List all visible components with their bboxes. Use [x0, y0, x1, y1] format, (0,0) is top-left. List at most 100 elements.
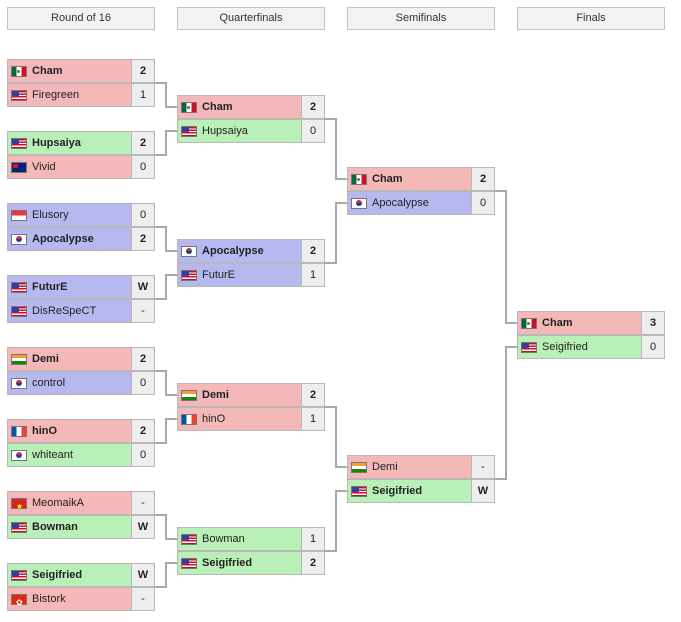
- connector-line: [155, 514, 177, 540]
- us-flag-icon: [11, 90, 27, 101]
- player-score: W: [472, 479, 495, 503]
- kr-flag-icon: [181, 246, 197, 257]
- player-score: -: [132, 299, 155, 323]
- player-name: Apocalypse: [347, 191, 472, 215]
- player-score: 0: [132, 443, 155, 467]
- round-header: Quarterfinals: [177, 7, 325, 30]
- sg-flag-icon: [11, 210, 27, 221]
- player-name-text: Cham: [202, 101, 233, 113]
- player-name: Demi: [7, 347, 132, 371]
- mx-flag-icon: [351, 174, 367, 185]
- player-score: 0: [132, 155, 155, 179]
- round-header: Finals: [517, 7, 665, 30]
- player-slot[interactable]: FuturE W: [7, 275, 155, 299]
- us-flag-icon: [181, 126, 197, 137]
- player-name: Apocalypse: [177, 239, 302, 263]
- connector-line: [155, 226, 177, 252]
- player-name: Cham: [177, 95, 302, 119]
- player-score: 0: [132, 203, 155, 227]
- us-flag-icon: [11, 138, 27, 149]
- player-name: Seigifried: [347, 479, 472, 503]
- connector-line: [325, 118, 347, 180]
- player-name-text: Apocalypse: [372, 197, 429, 209]
- in-flag-icon: [351, 462, 367, 473]
- player-slot[interactable]: MeomaikA-: [7, 491, 155, 515]
- mx-flag-icon: [181, 102, 197, 113]
- player-slot[interactable]: Elusory 0: [7, 203, 155, 227]
- player-name-text: Elusory: [32, 209, 69, 221]
- vn-flag-icon: [11, 496, 27, 514]
- us-flag-icon: [181, 270, 197, 281]
- hk-flag-icon: [11, 592, 27, 610]
- player-slot[interactable]: Demi-: [347, 455, 495, 479]
- kr-flag-icon: [11, 234, 27, 245]
- player-score: 2: [302, 551, 325, 575]
- player-score: 2: [302, 239, 325, 263]
- player-name-text: hinO: [202, 413, 226, 425]
- us-flag-icon: [521, 342, 537, 353]
- player-score: -: [472, 455, 495, 479]
- in-flag-icon: [11, 354, 27, 365]
- player-name: Bistork: [7, 587, 132, 611]
- player-score: 2: [132, 59, 155, 83]
- connector-line: [155, 274, 177, 300]
- player-slot[interactable]: Cham 2: [7, 59, 155, 83]
- player-name: Hupsaiya: [177, 119, 302, 143]
- player-score: 2: [132, 419, 155, 443]
- player-name: Seigifried: [7, 563, 132, 587]
- player-name: Apocalypse: [7, 227, 132, 251]
- player-name: Firegreen: [7, 83, 132, 107]
- player-name-text: Hupsaiya: [202, 125, 248, 137]
- player-name-text: whiteant: [32, 449, 73, 461]
- player-name-text: Hupsaiya: [32, 137, 81, 149]
- player-name: control: [7, 371, 132, 395]
- player-name: DisReSpeCT: [7, 299, 132, 323]
- player-name-text: Seigifried: [202, 557, 253, 569]
- player-slot[interactable]: Bistork-: [7, 587, 155, 611]
- us-flag-icon: [351, 486, 367, 497]
- player-name: Cham: [347, 167, 472, 191]
- player-name-text: Demi: [32, 353, 59, 365]
- round-header: Semifinals: [347, 7, 495, 30]
- player-name: hinO: [177, 407, 302, 431]
- player-name: FuturE: [7, 275, 132, 299]
- connector-line: [155, 82, 177, 108]
- player-slot[interactable]: Seigifried 2: [177, 551, 325, 575]
- player-name: Cham: [7, 59, 132, 83]
- player-name-text: Demi: [202, 389, 229, 401]
- mx-flag-icon: [521, 318, 537, 329]
- player-name-text: FuturE: [32, 281, 68, 293]
- player-slot[interactable]: DisReSpeCT-: [7, 299, 155, 323]
- player-name: whiteant: [7, 443, 132, 467]
- player-name-text: Firegreen: [32, 89, 80, 101]
- player-score: W: [132, 275, 155, 299]
- player-name-text: Cham: [372, 173, 403, 185]
- us-flag-icon: [11, 522, 27, 533]
- connector-line: [325, 202, 347, 264]
- player-name: Cham: [517, 311, 642, 335]
- connector-line: [325, 490, 347, 552]
- player-name-text: Cham: [32, 65, 63, 77]
- player-slot[interactable]: whiteant 0: [7, 443, 155, 467]
